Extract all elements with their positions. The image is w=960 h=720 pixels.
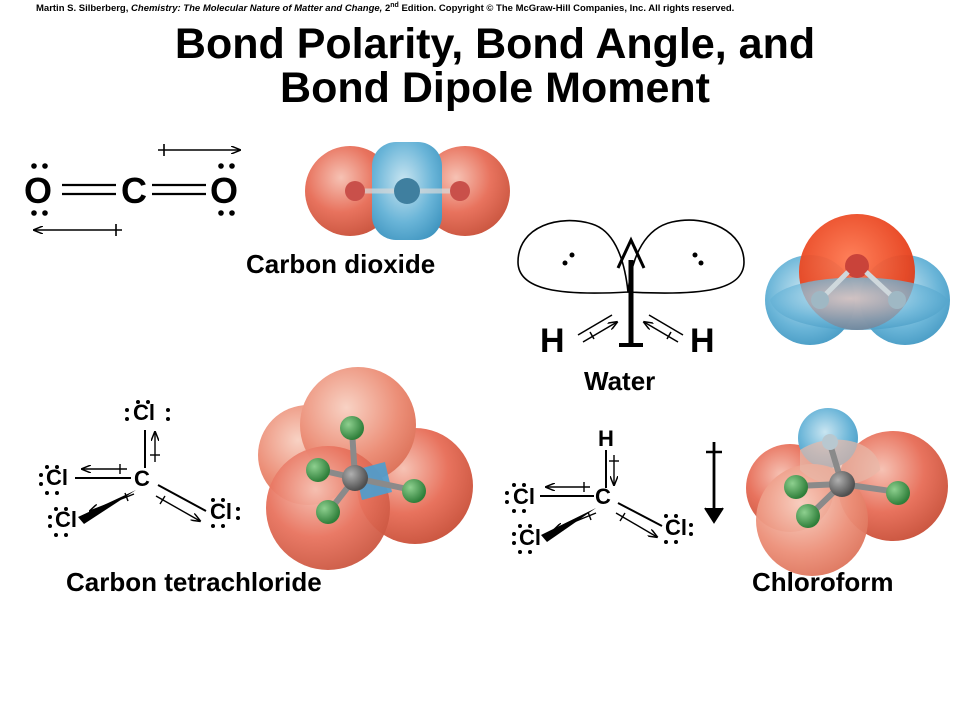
ccl4-chlorine-top: Cl xyxy=(133,400,155,425)
ccl4-chlorine-left: Cl xyxy=(46,465,68,490)
copyright-edition-num: 2 xyxy=(384,3,391,15)
water-hydrogen-left: H xyxy=(540,322,565,360)
co2-oxygen-left: O xyxy=(24,170,53,211)
chcl3-wedge-bond xyxy=(541,508,596,542)
title-line-1: Bond Polarity, Bond Angle, and xyxy=(174,20,816,68)
page-title: Bond Polarity, Bond Angle, and Bond Dipo… xyxy=(0,22,960,110)
ccl4-chlorine-bottom-right: Cl xyxy=(210,499,232,524)
ccl4-carbon: C xyxy=(134,466,150,491)
water-lone-pair-dots xyxy=(562,252,704,266)
ccl4-lewis-structure xyxy=(39,400,240,537)
label-chloroform: Chloroform xyxy=(752,567,894,597)
chcl3-chlorine-bottom-right: Cl xyxy=(665,515,687,540)
ccl4-bonds xyxy=(75,430,207,512)
chcl3-space-filling-model xyxy=(746,408,948,576)
co2-double-bonds xyxy=(62,183,206,196)
label-water: Water xyxy=(584,366,656,396)
water-lewis-structure xyxy=(517,219,745,347)
ccl4-chlorine-bottom-left: Cl xyxy=(55,507,77,532)
copyright-edition-rest: Edition. xyxy=(401,3,437,15)
label-carbon-tetrachloride: Carbon tetrachloride xyxy=(66,567,322,597)
chcl3-chlorine-left: Cl xyxy=(513,484,535,509)
ccl4-bond-dipoles xyxy=(82,432,200,521)
chcl3-lewis-structure xyxy=(505,450,693,554)
title-line-2: Bond Dipole Moment xyxy=(280,64,710,112)
ccl4-lone-pairs xyxy=(39,400,240,537)
co2-lewis-structure xyxy=(31,144,240,236)
water-bond-dipoles xyxy=(577,314,684,343)
copyright-author: Martin S. Silberberg, xyxy=(36,3,129,15)
co2-dipole-arrow-right xyxy=(158,144,240,156)
copyright-notice: Martin S. Silberberg, Chemistry: The Mol… xyxy=(36,0,936,15)
water-hydrogen-right: H xyxy=(690,322,715,360)
co2-carbon: C xyxy=(121,170,147,211)
copyright-edition-sup: nd xyxy=(390,2,399,9)
co2-space-filling-model xyxy=(305,142,510,240)
ccl4-space-filling-model xyxy=(258,367,473,570)
copyright-rights: Copyright © The McGraw-Hill Companies, I… xyxy=(438,3,735,15)
water-net-dipole-arrow xyxy=(616,236,646,347)
water-lone-pair-lobes xyxy=(517,219,745,294)
ccl4-wedge-bond xyxy=(78,490,136,524)
copyright-book: Chemistry: The Molecular Nature of Matte… xyxy=(131,3,383,15)
chcl3-chlorine-bottom-left: Cl xyxy=(519,525,541,550)
chcl3-carbon: C xyxy=(595,484,611,509)
label-carbon-dioxide: Carbon dioxide xyxy=(246,249,436,279)
chcl3-net-dipole-arrow xyxy=(704,442,724,524)
water-space-filling-model xyxy=(765,214,950,345)
chcl3-bond-dipoles xyxy=(546,455,657,537)
chcl3-bonds xyxy=(540,450,663,527)
co2-lone-pairs xyxy=(31,163,235,216)
chcl3-hydrogen: H xyxy=(598,426,614,451)
chcl3-lone-pairs xyxy=(505,483,693,554)
co2-dipole-arrow-left xyxy=(34,224,122,236)
co2-oxygen-right: O xyxy=(210,170,239,211)
